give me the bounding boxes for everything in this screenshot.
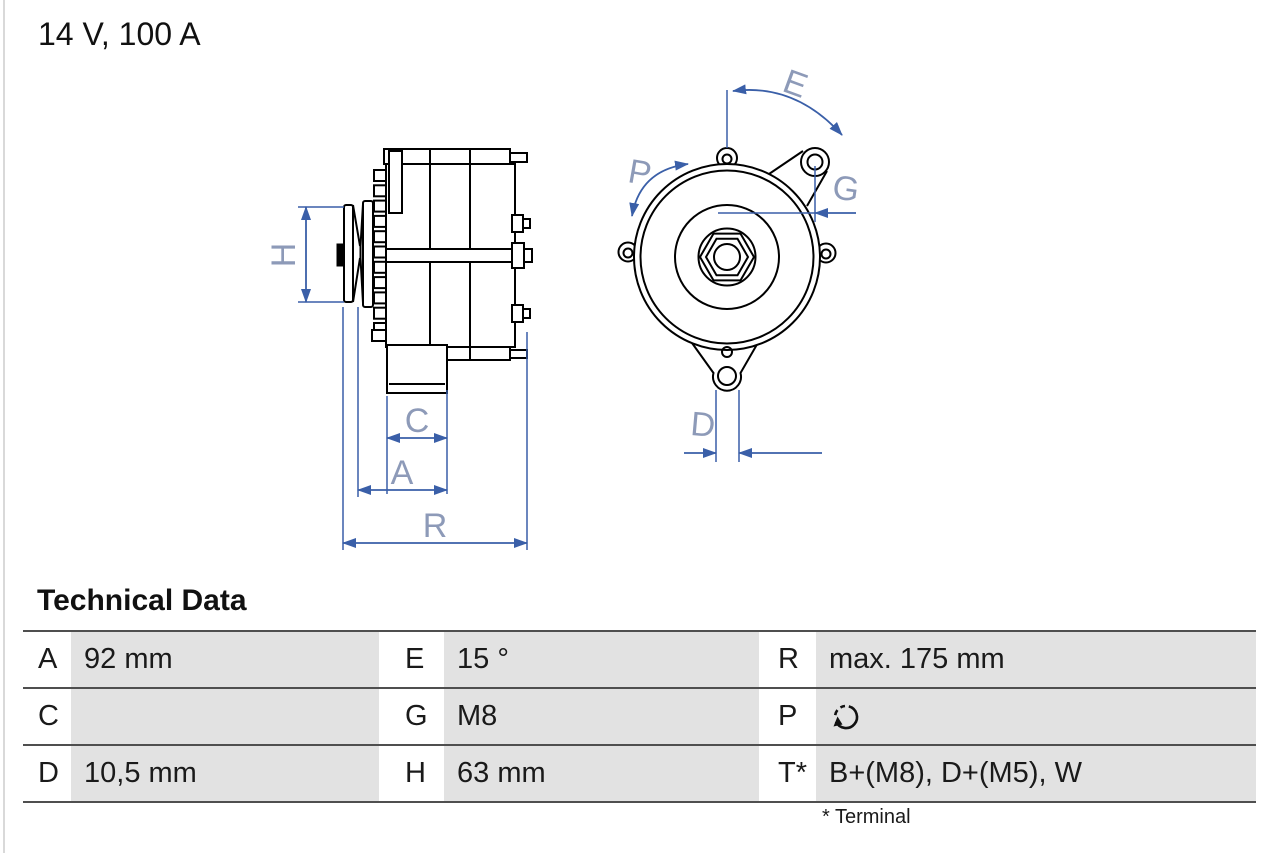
param-value-C — [71, 689, 379, 744]
dim-arc-P — [629, 160, 689, 217]
dim-label-E: E — [778, 62, 812, 105]
technical-data-table: A 92 mm E 15 ° R max. 175 mm C G M8 P D … — [23, 630, 1256, 803]
dim-label-H: H — [265, 243, 303, 268]
mounting-foot — [386, 344, 448, 394]
front-view-drawing: E P G D — [617, 62, 862, 462]
front-terminal-tab — [388, 150, 403, 214]
param-value-D: 10,5 mm — [71, 746, 379, 801]
table-row: D 10,5 mm H 63 mm T* B+(M8), D+(M5), W — [23, 746, 1256, 803]
param-key-D: D — [23, 746, 71, 801]
shaft-key — [336, 243, 345, 267]
param-key-C: C — [23, 689, 71, 744]
param-value-A: 92 mm — [71, 632, 379, 687]
bottom-bolt-stub — [509, 349, 528, 359]
rear-bolts — [511, 214, 531, 323]
bottom-mounting-lug — [444, 346, 511, 361]
bracket-arm — [768, 150, 828, 207]
alternator-technical-drawing: H C A R — [265, 62, 862, 550]
param-key-R: R — [759, 632, 816, 687]
table-row: A 92 mm E 15 ° R max. 175 mm — [23, 632, 1256, 689]
pulley-v-groove — [352, 203, 364, 304]
dim-label-D: D — [689, 405, 717, 445]
dim-label-R: R — [423, 507, 448, 545]
left-edge-divider — [3, 0, 5, 853]
param-key-T: T* — [759, 746, 816, 801]
terminal-footnote: * Terminal — [822, 806, 911, 828]
side-view-drawing: H C A R — [265, 148, 533, 550]
dim-label-C: C — [405, 402, 430, 440]
pulley-front-flange — [343, 204, 354, 303]
dim-label-G: G — [830, 168, 861, 209]
foot-hole-small — [721, 346, 733, 358]
param-value-H: 63 mm — [444, 746, 759, 801]
shaft-end — [713, 243, 741, 271]
param-value-R: max. 175 mm — [816, 632, 1256, 687]
dim-arc-E — [732, 84, 843, 136]
param-key-E: E — [379, 632, 444, 687]
fan-blades — [373, 169, 387, 335]
through-bolt — [385, 248, 513, 263]
param-value-T: B+(M8), D+(M5), W — [816, 746, 1256, 801]
through-bolt-head — [511, 242, 525, 269]
pulley-rear-flange — [362, 200, 374, 308]
foot-bolt — [371, 329, 387, 342]
param-key-A: A — [23, 632, 71, 687]
param-value-G: M8 — [444, 689, 759, 744]
page-title: 14 V, 100 A — [38, 16, 201, 52]
technical-data-heading: Technical Data — [37, 584, 247, 617]
param-value-E: 15 ° — [444, 632, 759, 687]
top-bolt-stub — [509, 152, 528, 163]
side-view-dimensions: H C A R — [265, 206, 528, 550]
param-value-P — [816, 689, 1256, 744]
foot-hole-large — [717, 366, 737, 386]
dim-label-P: P — [625, 152, 654, 193]
table-row: C G M8 P — [23, 689, 1256, 746]
rotation-counterclockwise-icon — [833, 704, 859, 729]
param-key-P: P — [759, 689, 816, 744]
dim-label-A: A — [391, 454, 414, 492]
param-key-G: G — [379, 689, 444, 744]
param-key-H: H — [379, 746, 444, 801]
